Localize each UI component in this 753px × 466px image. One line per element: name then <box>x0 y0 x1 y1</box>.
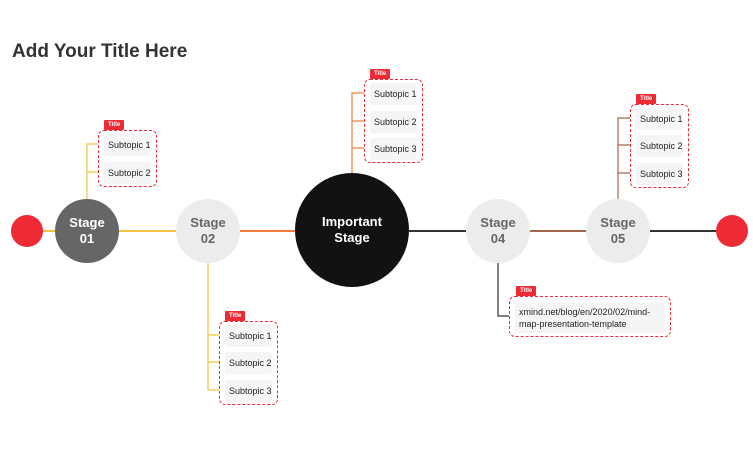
stage-02-node[interactable]: Stage 02 <box>176 199 240 263</box>
group-2-tag: Title <box>225 311 246 321</box>
group-5-item-1[interactable]: Subtopic 1 <box>636 108 683 130</box>
branch-stage-04 <box>497 263 509 317</box>
group-1-tag: Title <box>104 120 125 130</box>
group-5-box: Subtopic 1 Subtopic 2 Subtopic 3 <box>630 104 689 188</box>
important-stage-label: Important Stage <box>322 214 382 245</box>
branch-stage-05 <box>617 117 630 199</box>
group-1-item-1[interactable]: Subtopic 1 <box>104 134 151 156</box>
page-title: Add Your Title Here <box>12 41 188 62</box>
important-stage-node[interactable]: Important Stage <box>295 173 409 287</box>
branch-stage-01 <box>86 143 98 199</box>
group-2-item-2[interactable]: Subtopic 2 <box>225 352 272 374</box>
group-5-item-2[interactable]: Subtopic 2 <box>636 135 683 157</box>
group-2-box: Subtopic 1 Subtopic 2 Subtopic 3 <box>219 321 278 405</box>
stage-05-node[interactable]: Stage 05 <box>586 199 650 263</box>
stage-05-label: Stage 05 <box>600 215 636 246</box>
stage-01-label: Stage 01 <box>69 215 105 246</box>
stage-04-label: Stage 04 <box>480 215 516 246</box>
group-2-item-3[interactable]: Subtopic 3 <box>225 380 272 402</box>
stage-02-label: Stage 02 <box>190 215 226 246</box>
stage-01-node[interactable]: Stage 01 <box>55 199 119 263</box>
group-3-item-2[interactable]: Subtopic 2 <box>370 111 417 133</box>
branch-stage-02 <box>207 263 219 391</box>
group-4-tag: Title <box>516 286 537 296</box>
group-3-tag: Title <box>370 69 391 79</box>
group-3-box: Subtopic 1 Subtopic 2 Subtopic 3 <box>364 79 423 163</box>
group-4-box: xmind.net/blog/en/2020/02/mind-map-prese… <box>509 296 671 337</box>
group-3-item-3[interactable]: Subtopic 3 <box>370 138 417 160</box>
group-2-item-1[interactable]: Subtopic 1 <box>225 325 272 347</box>
group-1-box: Subtopic 1 Subtopic 2 <box>98 130 157 187</box>
stage-04-node[interactable]: Stage 04 <box>466 199 530 263</box>
branch-stage-03 <box>351 92 364 173</box>
timeline-start-dot <box>11 215 43 247</box>
group-1-item-2[interactable]: Subtopic 2 <box>104 162 151 184</box>
group-3-item-1[interactable]: Subtopic 1 <box>370 83 417 105</box>
group-4-link[interactable]: xmind.net/blog/en/2020/02/mind-map-prese… <box>515 303 665 333</box>
group-5-item-3[interactable]: Subtopic 3 <box>636 163 683 185</box>
timeline-end-dot <box>716 215 748 247</box>
group-5-tag: Title <box>636 94 657 104</box>
